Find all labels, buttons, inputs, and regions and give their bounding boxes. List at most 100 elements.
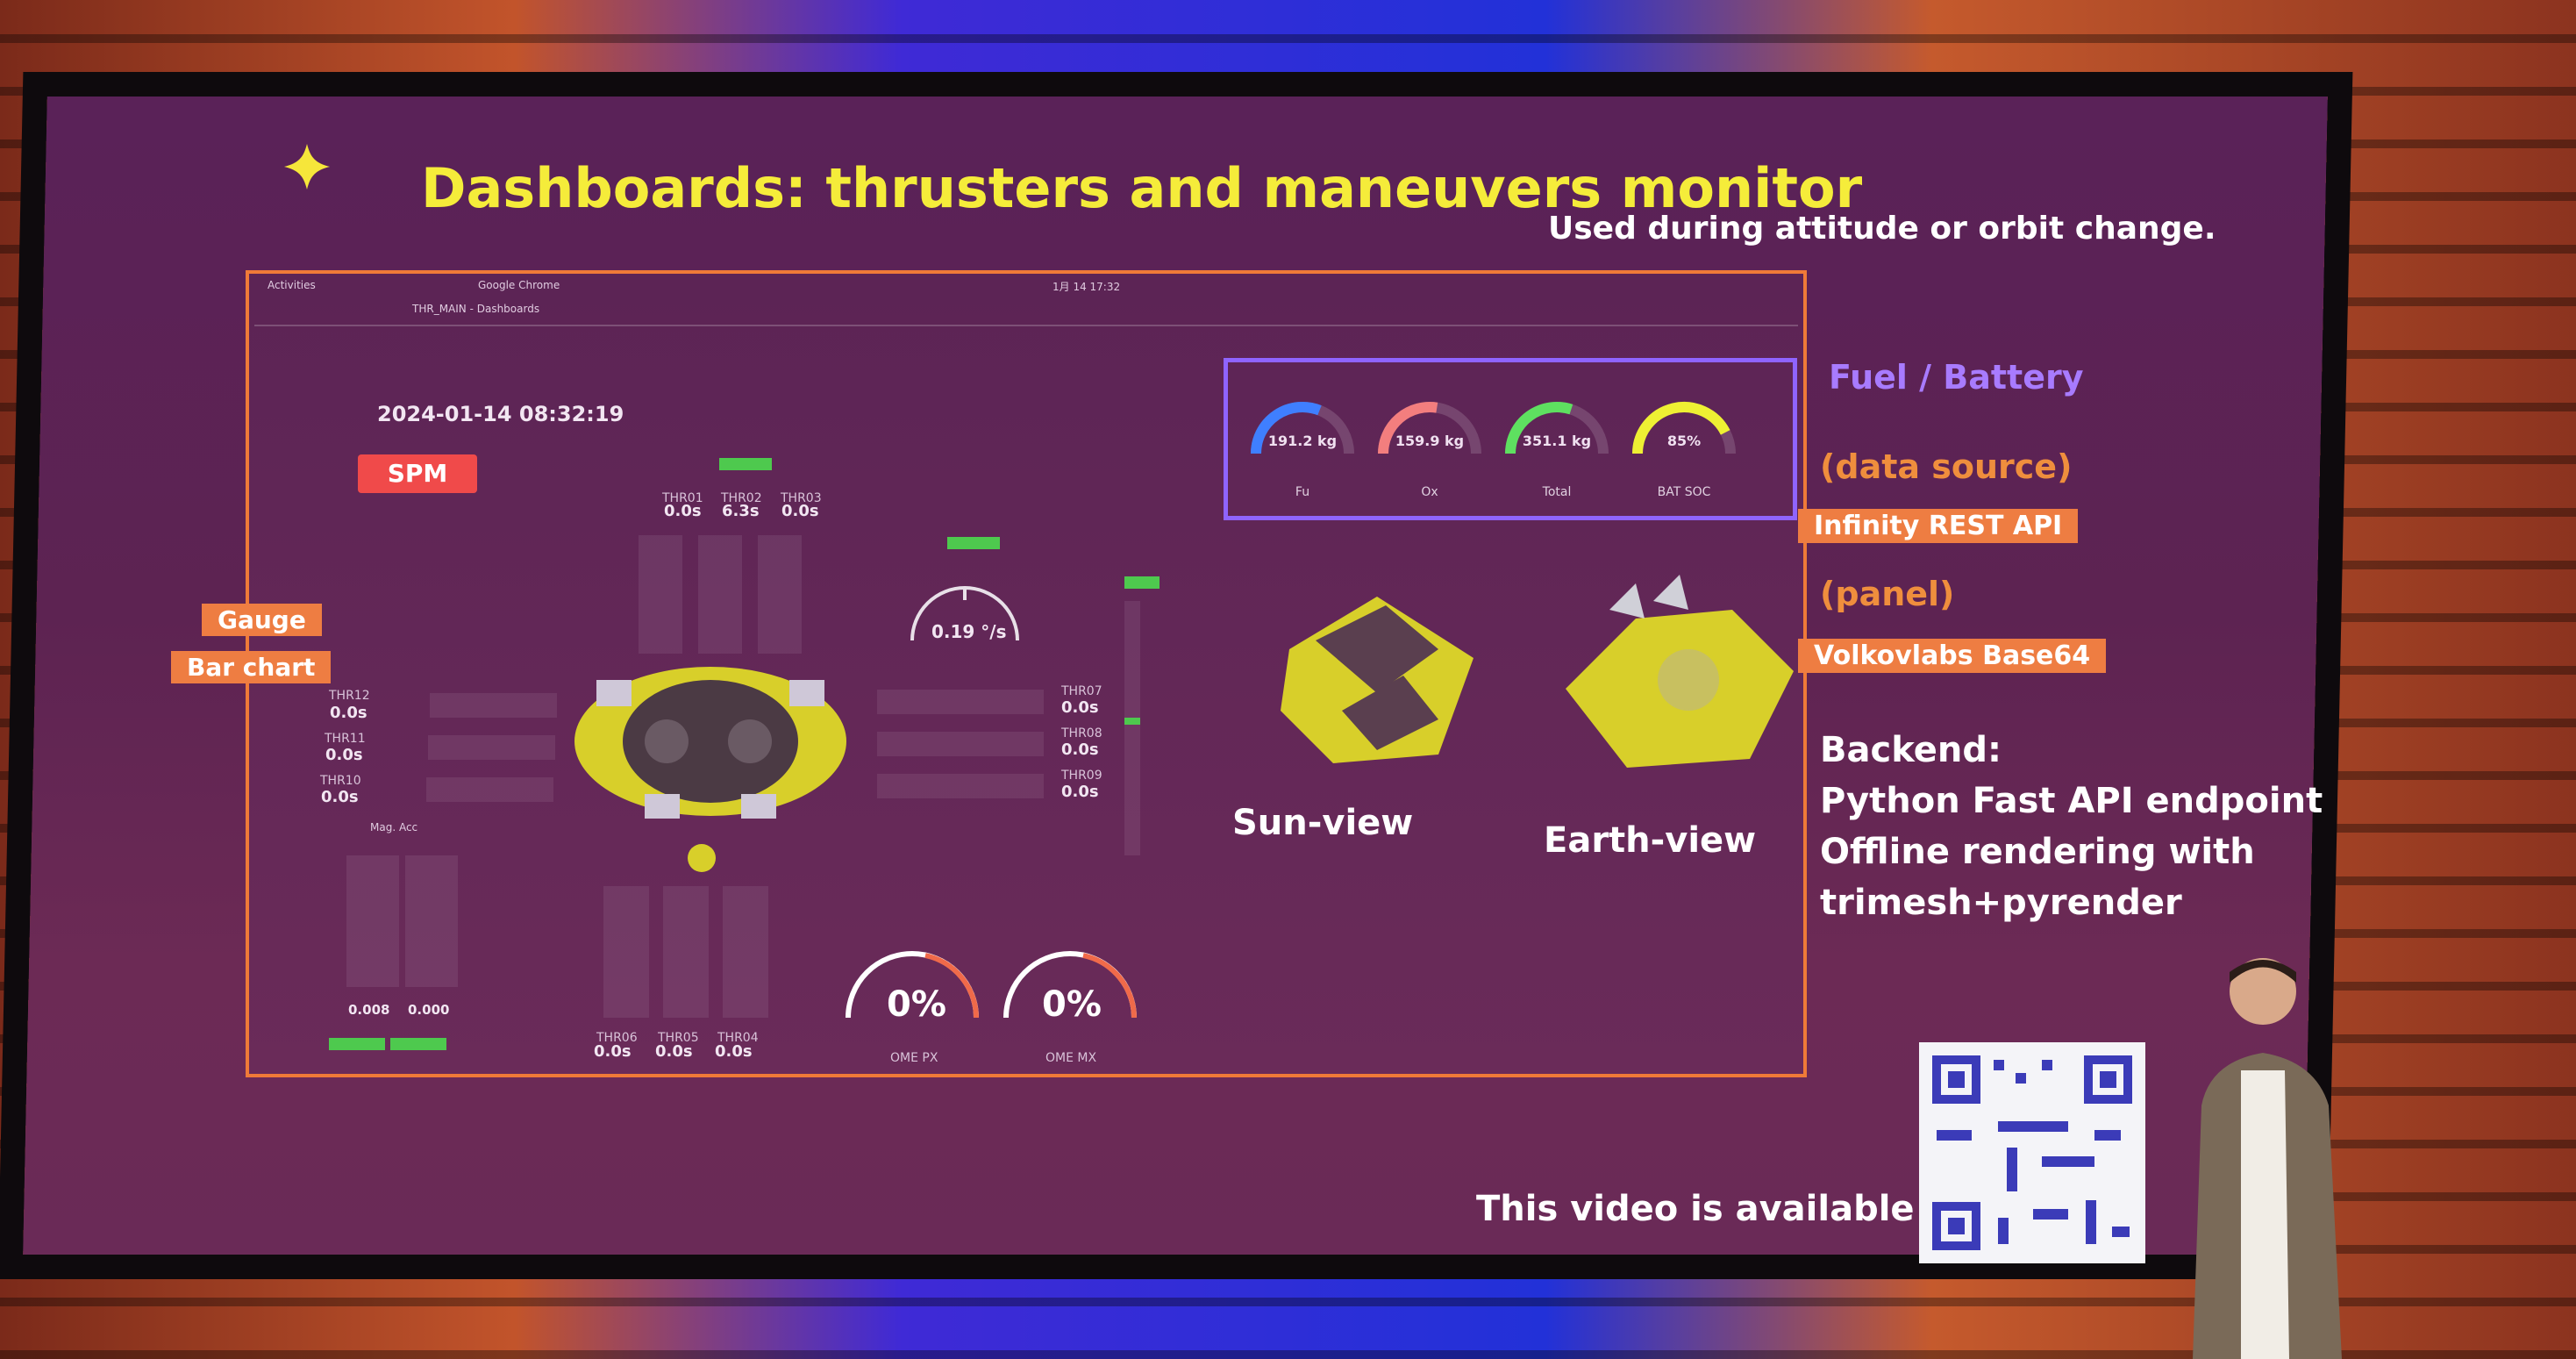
thruster-left-name: THR10 [320,774,361,788]
presenter-figure-icon [2193,958,2342,1359]
status-indicator [329,1038,385,1050]
status-indicator [947,537,1000,549]
thruster-bar [428,735,555,760]
rw-value: 0.008 [348,1002,390,1018]
fuel-gauge-label: Ox [1421,485,1438,499]
fuel-gauge-label: Total [1542,485,1572,499]
thruster-bottom-value: 0.0s [715,1042,753,1061]
backend-line-2: Offline rendering with [1820,832,2255,872]
thruster-right-value: 0.0s [1061,783,1099,801]
thruster-bar [723,886,768,1018]
thruster-top-name: THR02 [721,491,762,505]
fuel-gauge-label: Fu [1295,485,1310,499]
earth-view-render-icon [1566,575,1794,768]
thruster-left-value: 0.0s [321,788,359,806]
slide-title: Dashboards: thrusters and maneuvers moni… [421,156,1863,220]
thruster-right-name: THR07 [1061,684,1102,698]
status-indicator [719,458,772,470]
star-logo-icon [284,144,330,190]
thruster-bar [639,535,682,654]
status-indicator [390,1038,446,1050]
thruster-bar [430,693,557,718]
browser-tab[interactable]: THR_MAIN - Dashboards [412,303,540,315]
thruster-right-value: 0.0s [1061,740,1099,759]
fuel-gauge-label: BAT SOC [1657,485,1711,499]
thruster-bottom-name: THR05 [658,1031,699,1045]
earth-view-label: Earth-view [1544,820,1757,861]
dashboard-timestamp: 2024-01-14 08:32:19 [377,402,624,426]
thruster-right-name: THR09 [1061,769,1102,783]
thruster-bar [426,777,553,802]
fuel-gauge-row: 191.2 kg Fu 159.9 kg Ox 351.1 kg Total 85% BAT … [1245,390,1789,513]
sun-view-label: Sun-view [1232,803,1414,843]
thruster-bar [663,886,709,1018]
gauge-annotation: Gauge [202,604,322,636]
slide-subtitle: Used during attitude or orbit change. [1548,211,2216,247]
thruster-bar [758,535,802,654]
vertical-level-bar [1124,601,1140,855]
ome-px-value: 0% [887,984,946,1025]
fuel-gauge-fill [1251,402,1322,454]
topbar-clock: 1月 14 17:32 [1053,281,1121,293]
vertical-level-marker [1124,718,1140,725]
fuel-gauge: 159.9 kg Ox [1373,390,1487,499]
fuel-gauge-value: 351.1 kg [1522,433,1592,449]
fuel-battery-title: Fuel / Battery [1829,358,2084,397]
mode-badge: SPM [358,454,477,493]
thruster-left-value: 0.0s [330,704,367,722]
rw-bar [346,855,399,987]
backend-heading: Backend: [1820,730,2002,770]
thruster-bar [877,690,1044,714]
fuel-gauge-arc [1505,402,1609,454]
ome-px-label: OME PX [890,1051,938,1065]
fuel-gauge-value: 191.2 kg [1267,433,1338,449]
backend-line-1: Python Fast API endpoint [1820,781,2323,821]
thruster-top-value: 0.0s [664,502,702,520]
qr-code-icon[interactable] [1919,1042,2145,1263]
status-indicator [1124,576,1160,589]
fuel-gauge-value: 85% [1666,433,1702,449]
thruster-top-name: THR03 [781,491,822,505]
thruster-left-value: 0.0s [325,746,363,764]
fuel-gauge: 85% BAT SOC [1627,390,1741,499]
fuel-gauge: 191.2 kg Fu [1245,390,1359,499]
rate-gauge [910,586,1019,641]
thruster-bottom-name: THR04 [717,1031,759,1045]
ome-mx-value: 0% [1042,984,1102,1025]
spacecraft-model-icon [574,667,846,872]
rate-gauge-value: 0.19 °/s [931,621,1007,642]
thruster-bottom-value: 0.0s [594,1042,632,1061]
fuel-gauge-arc [1378,402,1481,454]
thruster-bar [698,535,742,654]
volkov-tag: Volkovlabs Base64 [1798,639,2107,673]
thruster-top-name: THR01 [662,491,703,505]
thruster-top-value: 0.0s [781,502,819,520]
thruster-bar [877,774,1044,798]
rw-bar [405,855,458,987]
fuel-gauge: 351.1 kg Total [1500,390,1614,499]
fuel-gauge-fill [1378,402,1438,454]
data-source-note: (data source) [1820,447,2073,486]
bar-chart-annotation: Bar chart [171,651,332,683]
thruster-bar [603,886,649,1018]
sun-view-render-icon [1281,597,1474,763]
fuel-gauge-fill [1505,402,1573,454]
rw-value: 0.000 [408,1002,450,1018]
fuel-gauge-arc [1632,402,1736,454]
infinity-tag: Infinity REST API [1798,509,2079,543]
panel-label: Mag. Acc [370,821,418,833]
fuel-gauge-value: 159.9 kg [1395,433,1465,449]
thruster-right-value: 0.0s [1061,698,1099,717]
fuel-gauge-arc [1251,402,1354,454]
backend-line-3: trimesh+pyrender [1820,883,2182,923]
thruster-bottom-name: THR06 [596,1031,638,1045]
video-availability-note: This video is available on: [1476,1189,1990,1229]
thruster-right-name: THR08 [1061,726,1102,740]
fuel-battery-panel [1224,358,1797,520]
ome-mx-gauge [1003,951,1137,1019]
ome-mx-label: OME MX [1045,1051,1097,1065]
topbar-browser: Google Chrome [478,279,560,291]
browser-divider [254,325,1798,326]
thruster-bottom-value: 0.0s [655,1042,693,1061]
topbar-activities: Activities [268,279,316,291]
